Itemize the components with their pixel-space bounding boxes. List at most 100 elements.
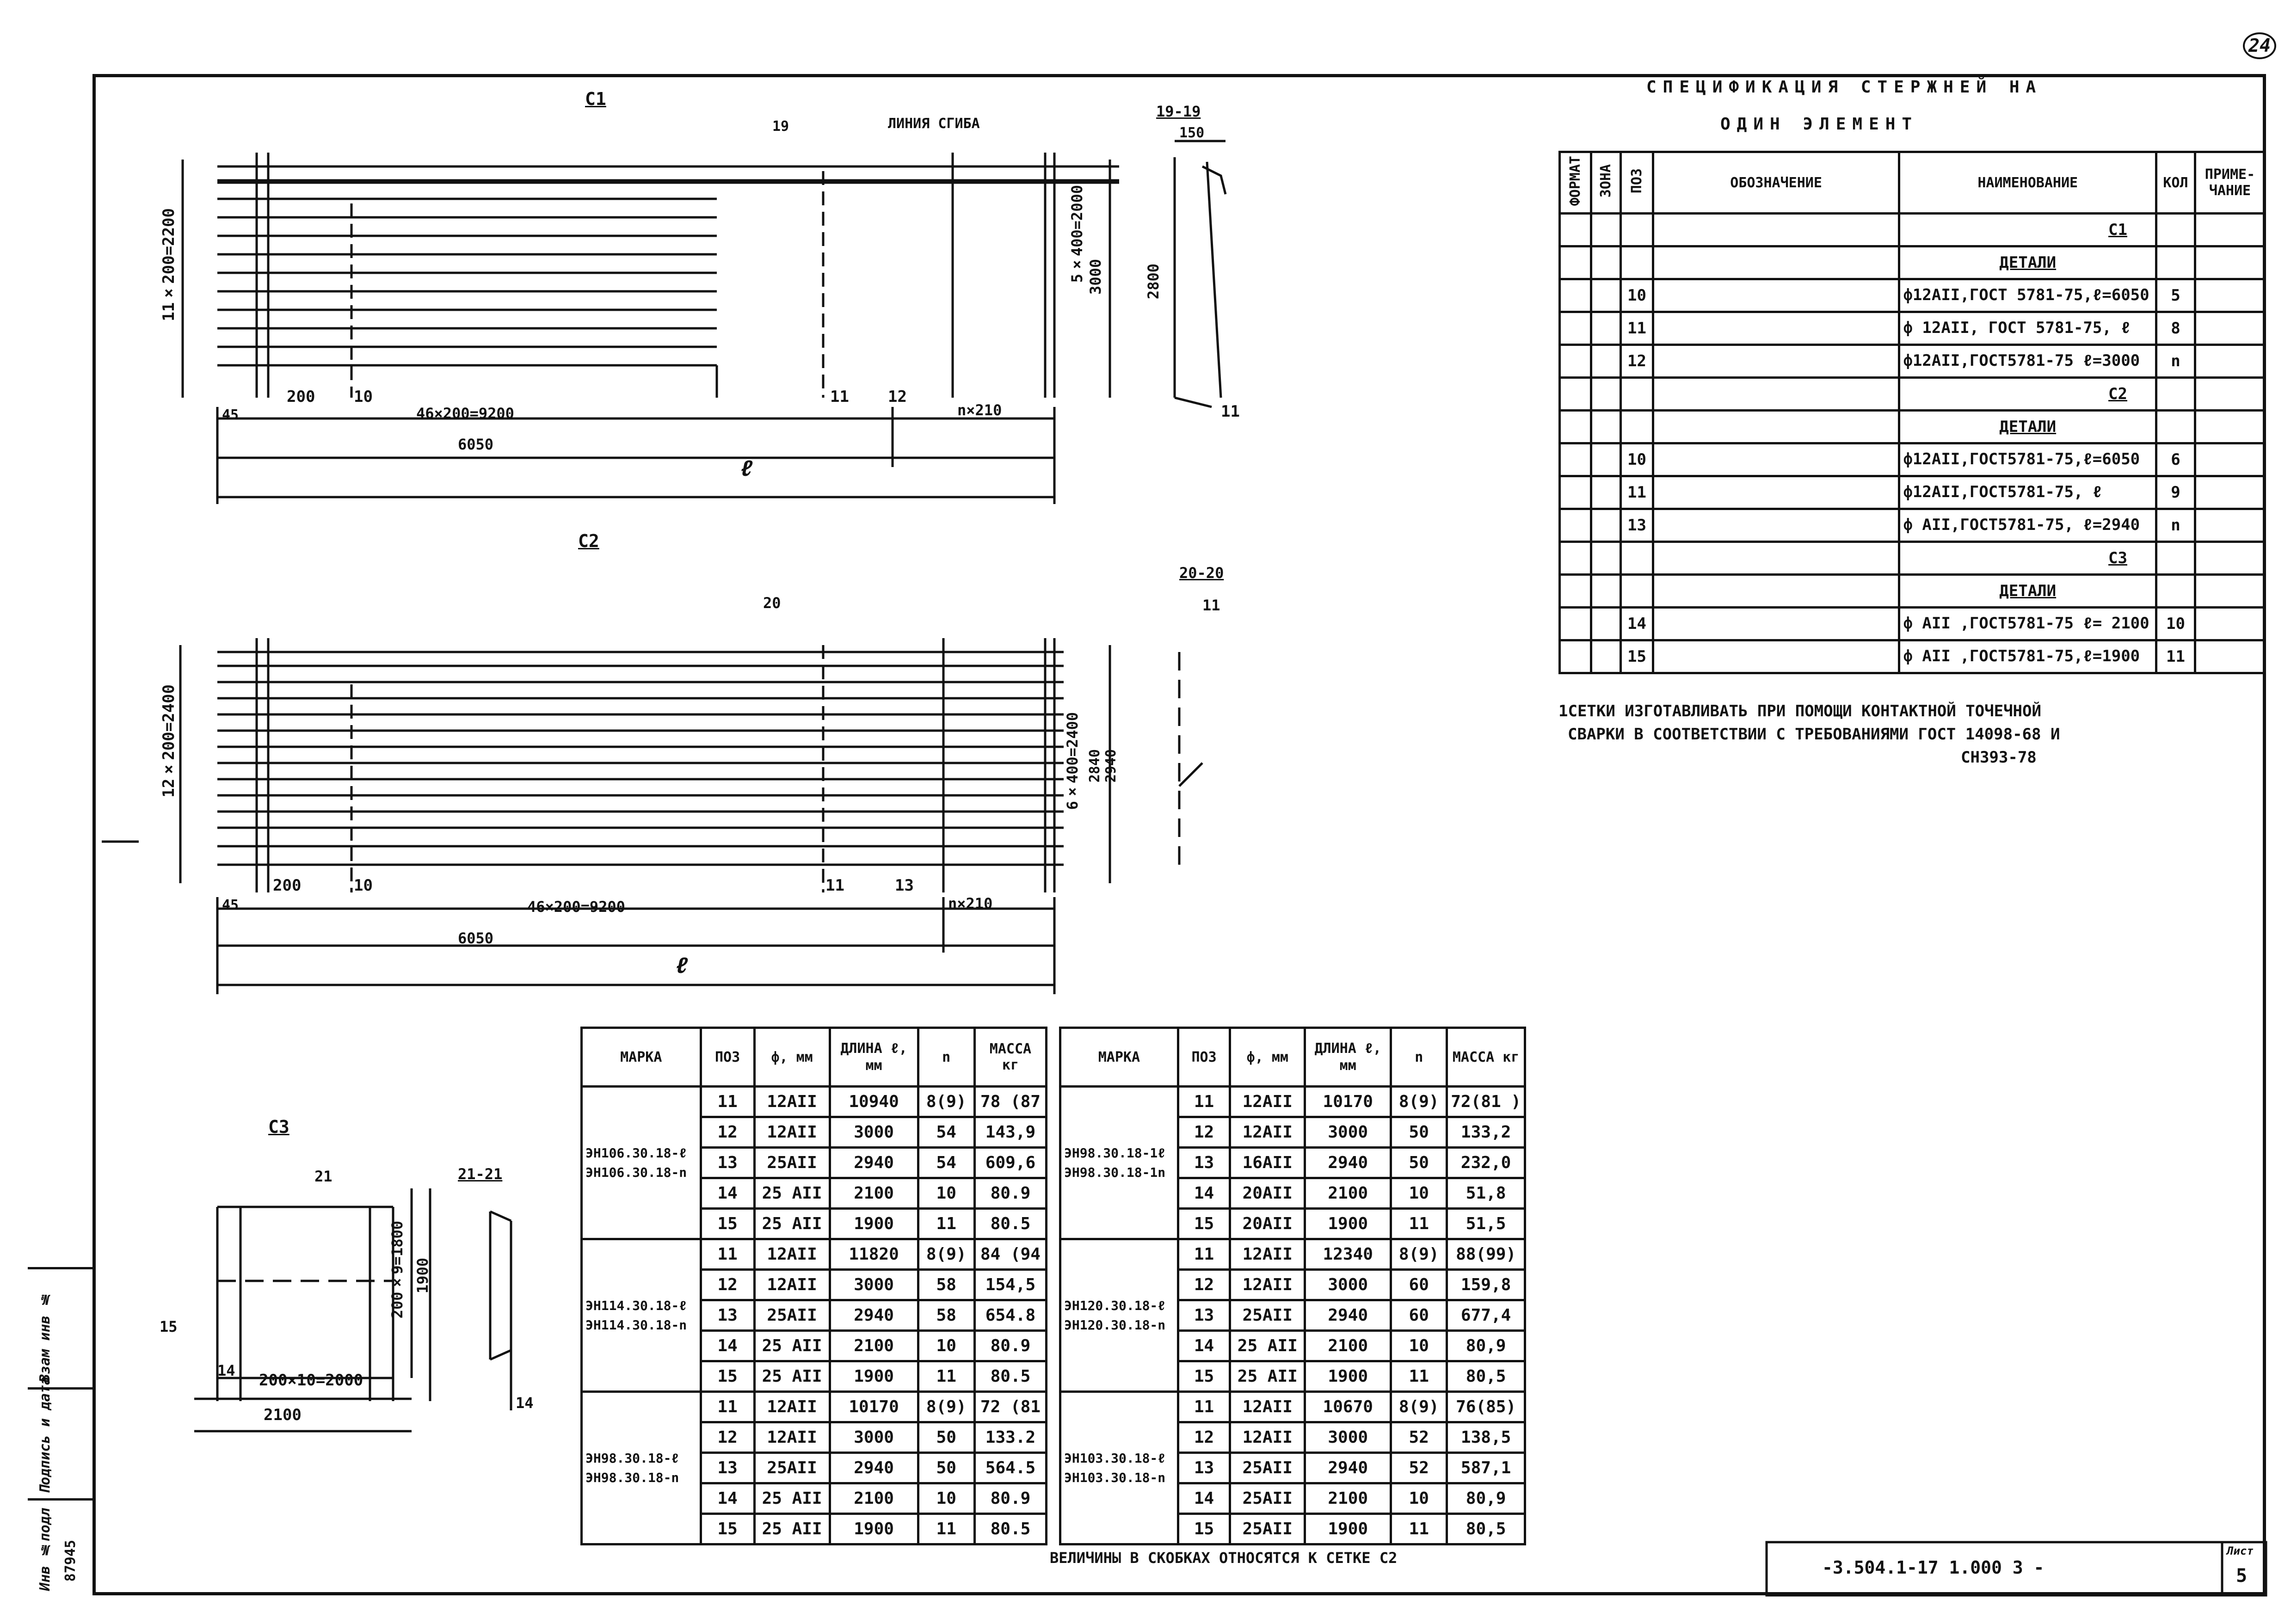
mass-table-left: МАРКА ПОЗ ф, мм ДЛИНА ℓ, мм n МАССА кг Э… [580,1027,1048,1545]
c3-label: С3 [268,1117,289,1137]
table-footnote: ВЕЛИЧИНЫ В СКОБКАХ ОТНОСЯТСЯ К СЕТКЕ С2 [1050,1549,1398,1567]
sheet-frame [92,74,2266,1595]
dim-2940: 2940 [1103,749,1119,783]
dim-l: ℓ [740,455,753,481]
spec-col-qty: КОЛ [2155,151,2196,215]
spec-row: С3 [1558,541,2266,576]
pos-11-c2: 11 [825,876,844,895]
dim-200x10: 200×10=2000 [259,1371,363,1390]
spec-col-format: ФОРМАТ [1558,151,1593,215]
section-20 [1178,652,1203,869]
mass-col-length: ДЛИНА ℓ, мм [828,1027,919,1088]
note-line-3: СН393-78 [1961,748,2037,767]
mesh-c1 [217,153,1119,398]
spec-row: С2 [1558,376,2266,412]
drawing-code: -3.504.1-17 1.000 3 - [1822,1557,2045,1578]
pos-11: 11 [830,388,849,406]
dim-2840: 2840 [1087,749,1103,783]
section-21 [489,1210,512,1410]
dim-l-c2: ℓ [675,953,689,978]
section-mark-20: 20 [763,594,781,612]
pos-11-sec20: 11 [1202,597,1220,614]
dim-6050: 6050 [458,436,494,453]
c2-label: С2 [578,531,599,551]
spec-col-pos: ПОЗ [1620,151,1654,215]
dim-150: 150 [1179,125,1205,141]
dim-45-c2: 45 [222,897,239,913]
section-19-label: 19-19 [1156,103,1201,120]
dim-200-c2: 200 [273,876,302,895]
mass-col-n: n [917,1027,976,1088]
spec-col-designation: ОБОЗНАЧЕНИЕ [1651,151,1901,215]
dim-46x200-c2: 46×200=9200 [527,898,625,916]
bend-line-label: ЛИНИЯ СГИБА [888,116,980,132]
mass-col-length: ДЛИНА ℓ, мм [1304,1027,1392,1088]
spec-row: С1 [1558,212,2266,247]
spec-col-note: ПРИМЕ-ЧАНИЕ [2193,151,2266,215]
dim-nx210: n×210 [957,401,1002,419]
dim-3000: 3000 [1087,259,1104,295]
stamp-inv: Инв №подл [28,1498,92,1595]
mass-col-diam: ф, мм [753,1027,831,1088]
spec-row: ДЕТАЛИ [1558,573,2266,609]
dim-2100: 2100 [264,1406,302,1424]
dim-46x200: 46×200=9200 [416,405,514,422]
pos-14-c3: 14 [217,1362,235,1379]
side-stamp: Взам инв № Подпись и дата Инв №подл [28,1267,95,1595]
dim-6050-c2: 6050 [458,929,494,947]
pos-11-sec: 11 [1221,402,1240,421]
stamp-number: 87945 [62,1540,79,1582]
mass-col-diam: ф, мм [1229,1027,1306,1088]
note-line-1: 1СЕТКИ ИЗГОТАВЛИВАТЬ ПРИ ПОМОЩИ КОНТАКТН… [1558,702,2041,720]
stamp-sig: Подпись и дата [28,1377,92,1498]
dim-45: 45 [222,407,239,423]
dim-2800: 2800 [1145,264,1162,300]
spec-col-zone: ЗОНА [1590,151,1622,215]
corner-mark: 24 [2243,32,2277,59]
mass-col-n: n [1390,1027,1448,1088]
section-mark-19: 19 [772,118,789,135]
c1-label: С1 [585,89,606,109]
section-19 [1173,140,1227,408]
pos-15-c3: 15 [160,1318,178,1335]
stamp-vz: Взам инв № [28,1267,92,1387]
mesh-c3 [194,1188,431,1433]
pos-14-sec21: 14 [516,1394,534,1412]
mass-col-pos: ПОЗ [699,1027,756,1088]
dim-12x200: 12×200=2400 [160,684,178,798]
dim-200x9: 200×9=1800 [388,1221,406,1319]
spec-row: ДЕТАЛИ [1558,245,2266,280]
sheet-label: Лист [2227,1544,2254,1557]
spec-row: ДЕТАЛИ [1558,409,2266,444]
mass-col-pos: ПОЗ [1176,1027,1232,1088]
section-mark-21: 21 [314,1168,333,1185]
